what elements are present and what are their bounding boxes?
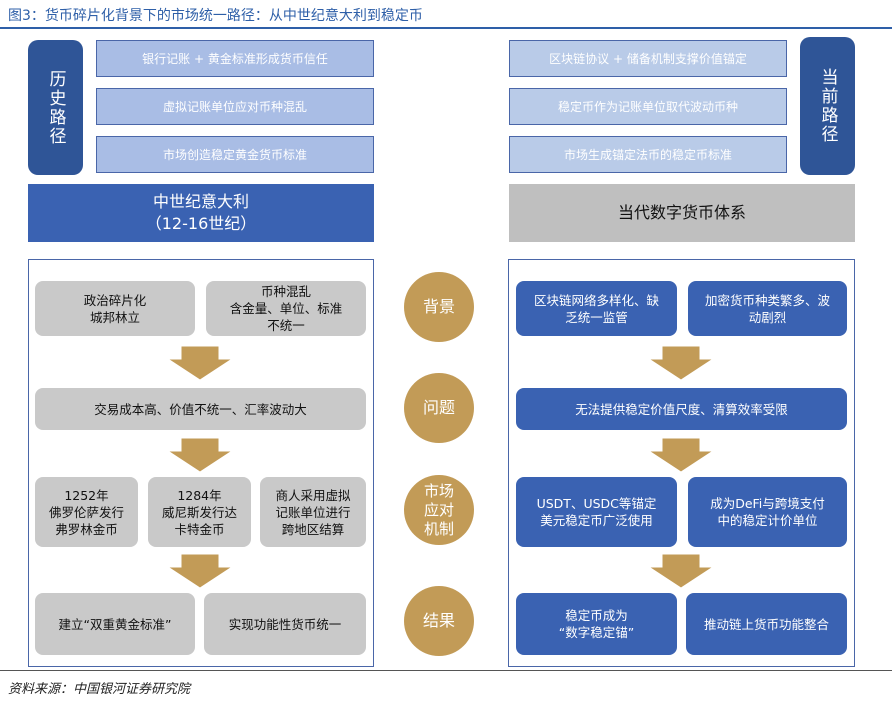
title-rule: [0, 27, 892, 29]
down-arrow-icon: [167, 345, 233, 381]
footer-rule: [0, 670, 892, 671]
figure-title: 图3：货币碎片化背景下的市场统一路径：从中世纪意大利到稳定币: [8, 8, 423, 24]
current-path-label: 当前路径: [800, 37, 855, 175]
down-arrow-icon: [167, 553, 233, 589]
stage-background: 背景: [404, 272, 474, 342]
current-step-1: 区块链协议 + 储备机制支撑价值锚定: [509, 40, 787, 77]
left-response-3: 商人采用虚拟 记账单位进行 跨地区结算: [260, 477, 366, 547]
current-step-2: 稳定币作为记账单位取代波动币种: [509, 88, 787, 125]
history-step-2: 虚拟记账单位应对币种混乱: [96, 88, 374, 125]
left-background-1: 政治碎片化 城邦林立: [35, 281, 195, 336]
stage-problem: 问题: [404, 373, 474, 443]
stage-response: 市场 应对 机制: [404, 475, 474, 545]
era-digital-currency: 当代数字货币体系: [509, 184, 855, 242]
down-arrow-icon: [648, 345, 714, 381]
current-step-3: 市场生成锚定法币的稳定币标准: [509, 136, 787, 173]
era-medieval-italy: 中世纪意大利 （12-16世纪）: [28, 184, 374, 242]
left-problem: 交易成本高、价值不统一、汇率波动大: [35, 388, 366, 430]
down-arrow-icon: [648, 553, 714, 589]
right-result-1: 稳定币成为 “数字稳定锚”: [516, 593, 677, 655]
left-background-2: 币种混乱 含金量、单位、标准 不统一: [206, 281, 366, 336]
left-result-1: 建立“双重黄金标准”: [35, 593, 195, 655]
source-note: 资料来源：中国银河证券研究院: [8, 682, 191, 697]
left-response-1: 1252年 佛罗伦萨发行 弗罗林金币: [35, 477, 138, 547]
left-result-2: 实现功能性货币统一: [204, 593, 366, 655]
stage-result: 结果: [404, 586, 474, 656]
down-arrow-icon: [167, 437, 233, 473]
history-step-3: 市场创造稳定黄金货币标准: [96, 136, 374, 173]
right-result-2: 推动链上货币功能整合: [686, 593, 847, 655]
right-response-1: USDT、USDC等锚定 美元稳定币广泛使用: [516, 477, 677, 547]
down-arrow-icon: [648, 437, 714, 473]
right-background-1: 区块链网络多样化、缺 乏统一监管: [516, 281, 677, 336]
history-path-label: 历史路径: [28, 40, 83, 175]
left-response-2: 1284年 威尼斯发行达 卡特金币: [148, 477, 251, 547]
right-response-2: 成为DeFi与跨境支付 中的稳定计价单位: [688, 477, 847, 547]
history-step-1: 银行记账 + 黄金标准形成货币信任: [96, 40, 374, 77]
right-problem: 无法提供稳定价值尺度、清算效率受限: [516, 388, 847, 430]
right-background-2: 加密货币种类繁多、波 动剧烈: [688, 281, 847, 336]
